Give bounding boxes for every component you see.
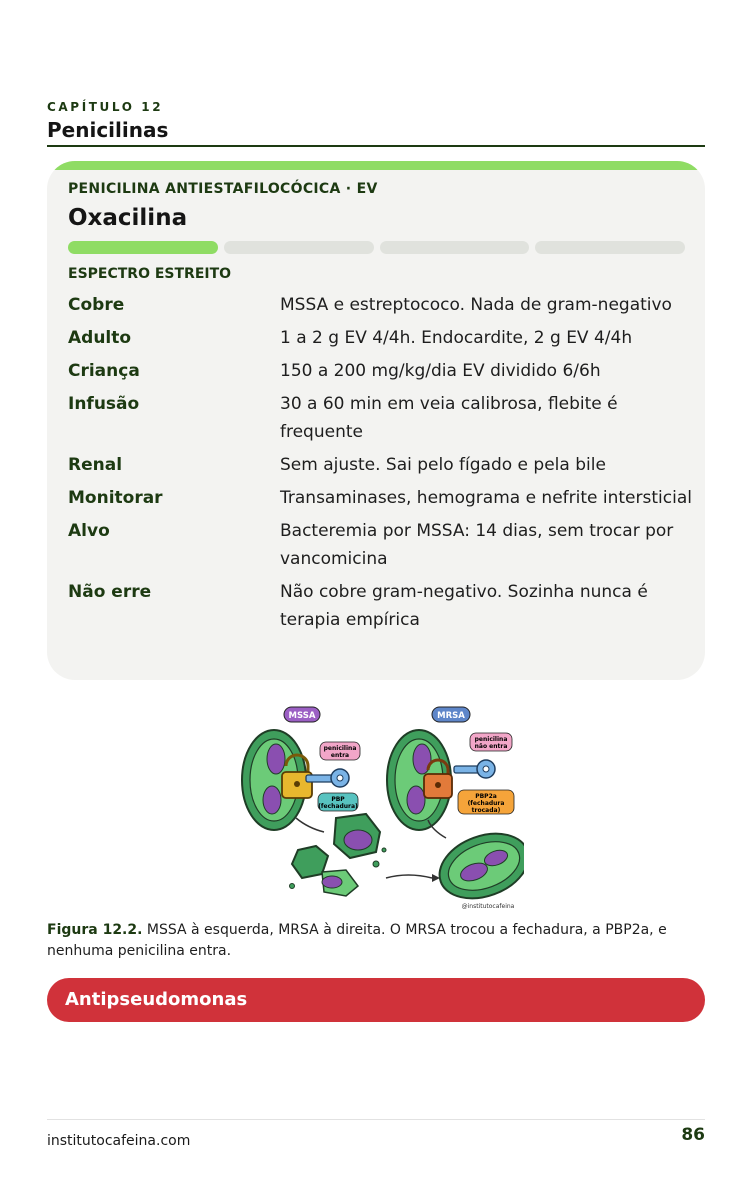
lysed-bacterium [289, 812, 387, 897]
arrow-icon [295, 817, 325, 833]
info-row: Alvo Bacteremia por MSSA: 14 dias, sem tr… [68, 517, 693, 573]
penicilina-entra-tag [319, 741, 361, 761]
pbp2a-line2: (fechadura [468, 800, 505, 807]
lock-closed-icon [423, 758, 453, 799]
info-row: Não erre Não cobre gram-negativo. Sozinha… [68, 578, 693, 634]
pbp-tag [317, 792, 359, 812]
penicilina-entra-line1: penicilina [324, 745, 357, 752]
figure-caption-number: Figura 12.2. [47, 922, 143, 938]
info-row-label: Criança [68, 361, 140, 381]
footer-site: institutocafeina.com [47, 1133, 191, 1149]
chapter-divider [47, 145, 705, 147]
pbp2a-tag [457, 789, 515, 815]
info-row: Cobre MSSA e estreptococo. Nada de gram-n… [68, 291, 693, 319]
pbp2a-line1: PBP2a [475, 793, 497, 800]
spectrum-segment [68, 241, 218, 254]
illustration-credit: @institutocafeina [462, 903, 515, 910]
penicilina-nao-entra-tag [469, 732, 513, 752]
info-row-value: MSSA e estreptococo. Nada de gram-negati… [280, 295, 672, 315]
info-row-value: 30 a 60 min em veia calibrosa, flebite é… [280, 394, 618, 442]
section-header: Antipseudomonas [47, 978, 705, 1022]
mrsa-tag-text: MRSA [437, 711, 465, 721]
pbp-line2: (fechadura) [318, 803, 358, 810]
info-row-value: 1 a 2 g EV 4/4h. Endocardite, 2 g EV 4/4… [280, 328, 633, 348]
penicilina-nao-entra-line2: não entra [475, 743, 508, 750]
drug-class: PENICILINA ANTIESTAFILOCÓCICA · EV [68, 181, 378, 197]
mrsa-tag [431, 706, 471, 723]
figure-caption-text: MSSA à esquerda, MRSA à direita. O MRSA … [47, 922, 667, 959]
spectrum-label: ESPECTRO ESTREITO [68, 266, 232, 282]
info-row: Renal Sem ajuste. Sai pelo fígado e pela … [68, 451, 693, 479]
chapter-title: Penicilinas [47, 118, 169, 142]
info-row-label: Renal [68, 455, 123, 475]
key-icon [453, 759, 496, 779]
drug-card: PENICILINA ANTIESTAFILOCÓCICA · EV Oxaci… [47, 161, 705, 680]
info-row: Criança 150 a 200 mg/kg/dia EV dividido 6… [68, 357, 693, 385]
info-row-value: 150 a 200 mg/kg/dia EV dividido 6/6h [280, 361, 601, 381]
info-row: Adulto 1 a 2 g EV 4/4h. Endocardite, 2 g … [68, 324, 693, 352]
section-title: Antipseudomonas [65, 989, 248, 1010]
pbp2a-line3: trocada) [472, 807, 501, 814]
mrsa-bacterium [386, 729, 452, 831]
info-row-label: Cobre [68, 295, 125, 315]
key-icon [305, 768, 350, 788]
info-row-value: Não cobre gram-negativo. Sozinha nunca é… [280, 582, 648, 630]
spectrum-segment [379, 241, 530, 254]
arrowhead-icon [432, 874, 440, 882]
penicilina-entra-line2: entra [331, 752, 349, 759]
lock-open-icon [281, 753, 313, 799]
chapter-label: CAPÍTULO 12 [47, 100, 164, 114]
surviving-bacterium [438, 832, 524, 900]
info-row: Infusão 30 a 60 min em veia calibrosa, fl… [68, 390, 693, 446]
pbp-line1: PBP [331, 796, 345, 803]
info-row-label: Não erre [68, 582, 152, 602]
footer-divider [47, 1119, 705, 1120]
drug-name: Oxacilina [68, 205, 188, 231]
mssa-tag [283, 706, 321, 723]
page-number: 86 [681, 1125, 705, 1145]
mssa-tag-text: MSSA [289, 711, 316, 721]
drug-info-table: Cobre MSSA e estreptococo. Nada de gram-n… [68, 291, 693, 639]
spectrum-segment [223, 241, 374, 254]
mssa-mrsa-illustration: MSSA MRSA penicilina entra PBP (fechadur… [241, 706, 524, 910]
info-row-value: Sem ajuste. Sai pelo fígado e pela bile [280, 455, 606, 475]
figure-caption: Figura 12.2. MSSA à esquerda, MRSA à dir… [47, 920, 711, 962]
card-accent-bar [47, 161, 705, 170]
info-row-label: Monitorar [68, 488, 163, 508]
spectrum-segment [535, 241, 685, 254]
penicilina-nao-entra-line1: penicilina [475, 736, 508, 743]
info-row-value: Bacteremia por MSSA: 14 dias, sem trocar… [280, 521, 674, 569]
arrow-icon [385, 874, 433, 879]
info-row-label: Alvo [68, 521, 110, 541]
info-row-label: Infusão [68, 394, 140, 414]
info-row: Monitorar Transaminases, hemograma e nefr… [68, 484, 693, 512]
spectrum-meter [68, 241, 685, 254]
info-row-value: Transaminases, hemograma e nefrite inter… [280, 488, 692, 508]
arrow-icon [427, 819, 447, 839]
info-row-label: Adulto [68, 328, 132, 348]
